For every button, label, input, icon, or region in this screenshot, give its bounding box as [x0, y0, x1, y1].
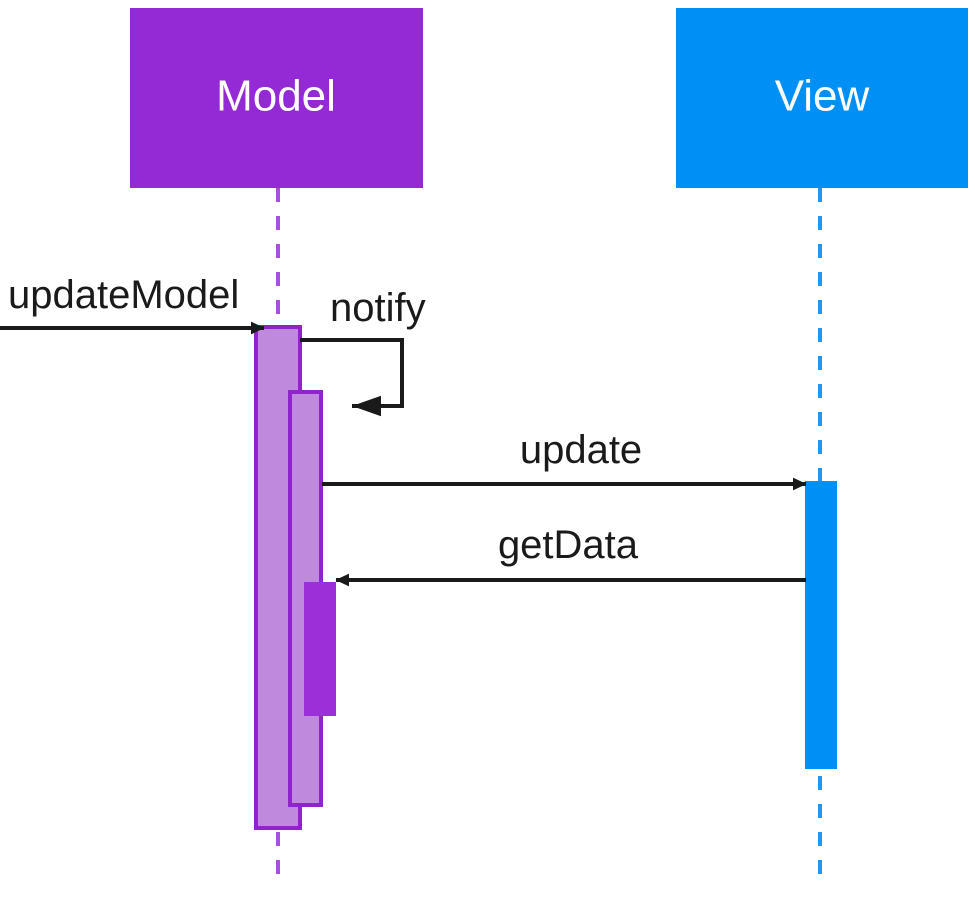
activation-bar-view[interactable]	[805, 481, 837, 769]
message-update[interactable]: update	[322, 428, 807, 491]
message-update-model[interactable]: updateModel	[0, 273, 265, 335]
participant-label-view: View	[775, 72, 870, 121]
activation-bar-model-inner-dark[interactable]	[304, 582, 336, 716]
message-label-update: update	[520, 428, 642, 472]
participant-label-model: Model	[216, 72, 336, 121]
participant-model[interactable]: Model	[130, 8, 423, 188]
message-line-notify	[300, 338, 404, 417]
message-get-data[interactable]: getData	[335, 523, 806, 587]
message-label-notify: notify	[330, 286, 426, 330]
activation-bars	[254, 325, 837, 830]
participant-view[interactable]: View	[676, 8, 968, 188]
message-label-update-model: updateModel	[8, 273, 239, 317]
message-notify[interactable]: notify	[300, 286, 426, 417]
participant-box-view[interactable]	[676, 8, 968, 188]
participant-box-model[interactable]	[130, 8, 423, 188]
message-label-get-data: getData	[498, 523, 639, 567]
